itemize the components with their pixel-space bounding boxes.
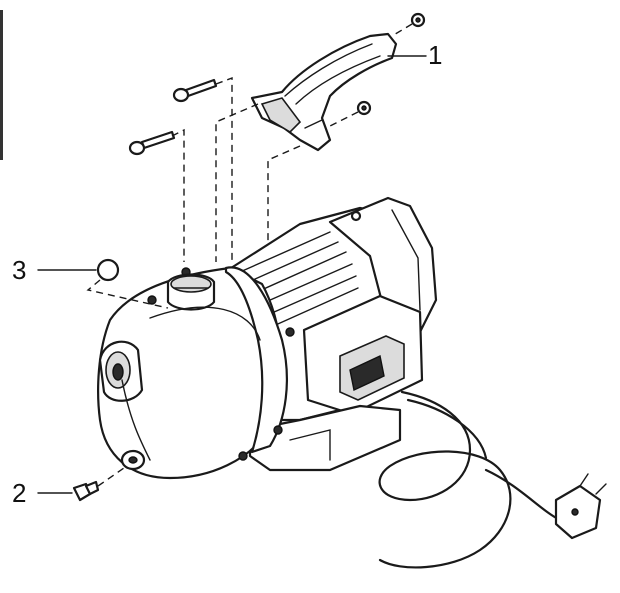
pump-head [97, 266, 295, 480]
power-cable [378, 390, 562, 569]
bolt-guide-1 [215, 76, 233, 260]
screw-mid-right [356, 100, 372, 116]
fill-cap-guide [86, 279, 169, 309]
callout-2: 2 [12, 478, 26, 508]
bolt-lower [128, 130, 176, 156]
edge-marker [0, 10, 3, 160]
drain-plug-guide [97, 467, 125, 487]
power-plug [554, 473, 607, 540]
fill-cap [96, 258, 120, 282]
handle-guide-1 [215, 103, 259, 262]
screw-guide-1 [391, 23, 413, 37]
screw-guide-2 [325, 111, 359, 129]
screw-top-right [410, 12, 426, 28]
drain-plug [72, 480, 100, 502]
bolt-guide-2 [171, 128, 185, 262]
bolt-upper [172, 78, 218, 103]
callout-3: 3 [12, 255, 26, 285]
motor-housing [226, 196, 438, 472]
handle-guide-2 [267, 145, 301, 262]
callout-1: 1 [428, 40, 442, 70]
handle [250, 32, 398, 152]
